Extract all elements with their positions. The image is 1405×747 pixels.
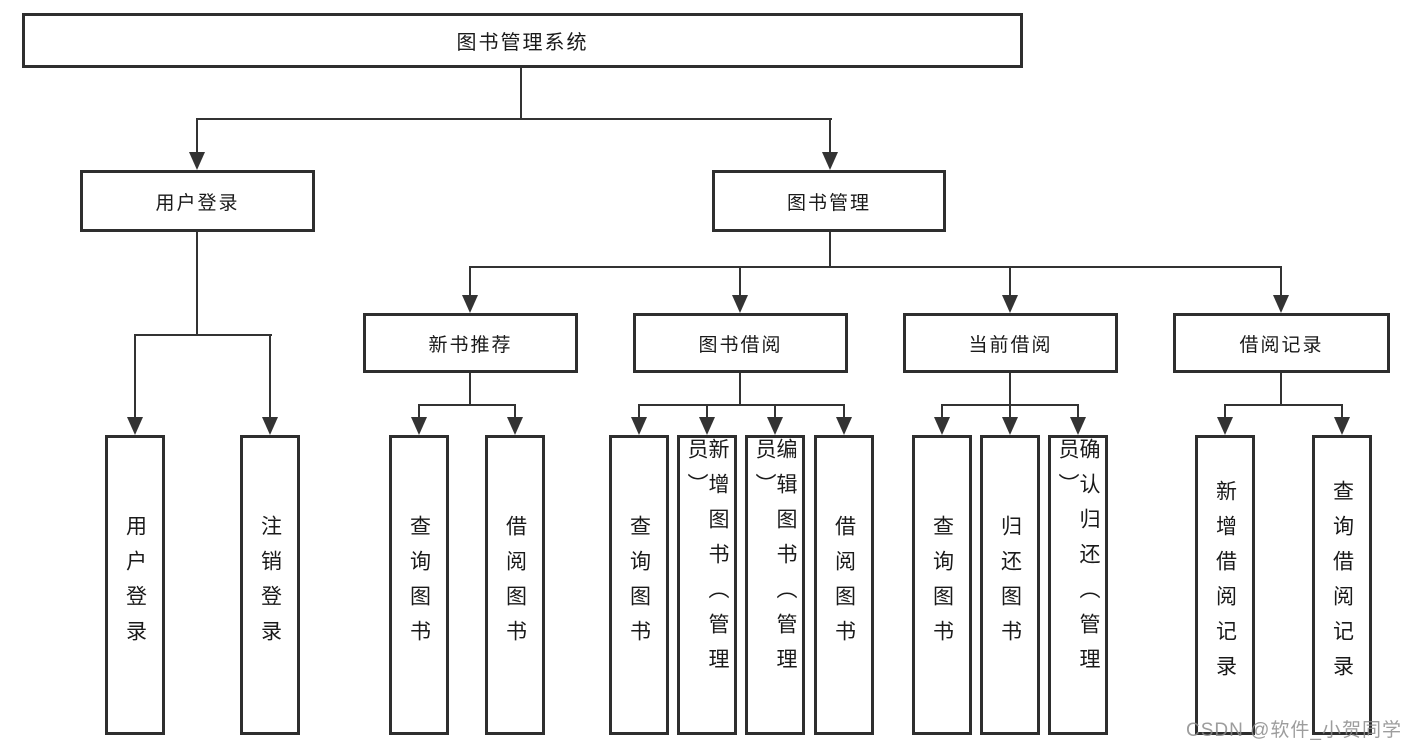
node-label: 借阅记录: [1239, 334, 1324, 356]
connector-line: [843, 404, 845, 417]
leaf-return-book: 归还图书: [980, 435, 1040, 735]
leaf-user-login: 用户登录: [105, 435, 165, 735]
connector-line: [520, 68, 522, 119]
leaf-add-borrow-record: 新增借阅记录: [1195, 435, 1255, 735]
connector-line: [1280, 373, 1282, 405]
leaf-label: 借阅图书: [503, 515, 527, 655]
leaf-edit-book-admin: 编辑图书（管理员）: [745, 435, 805, 735]
connector-line: [739, 266, 741, 295]
arrow-down-icon: [631, 417, 647, 435]
node-label: 图书借阅: [698, 334, 783, 356]
arrow-down-icon: [836, 417, 852, 435]
node-label: 图书管理: [786, 192, 871, 214]
leaf-label: 新增借阅记录: [1213, 480, 1237, 690]
connector-line: [1280, 266, 1282, 295]
leaf-label: 用户登录: [123, 515, 147, 655]
arrow-down-icon: [1002, 295, 1018, 313]
arrow-down-icon: [411, 417, 427, 435]
leaf-query-book-current: 查询图书: [912, 435, 972, 735]
connector-line: [774, 404, 776, 417]
leaf-label: 查询图书: [407, 515, 431, 655]
arrow-down-icon: [1273, 295, 1289, 313]
connector-line: [638, 404, 640, 417]
connector-line: [1077, 404, 1079, 417]
leaf-label: 查询借阅记录: [1330, 480, 1354, 690]
leaf-label: 借阅图书: [832, 515, 856, 655]
leaf-query-borrow-record: 查询借阅记录: [1312, 435, 1372, 735]
arrow-down-icon: [507, 417, 523, 435]
connector-line: [1224, 404, 1226, 417]
arrow-down-icon: [732, 295, 748, 313]
leaf-query-book-borrowing: 查询图书: [609, 435, 669, 735]
leaf-logout: 注销登录: [240, 435, 300, 735]
arrow-down-icon: [1334, 417, 1350, 435]
leaf-label: 归还图书: [998, 515, 1022, 655]
node-book-management: 图书管理: [712, 170, 946, 232]
connector-line: [638, 404, 845, 406]
connector-line: [469, 266, 471, 295]
node-book-borrowing: 图书借阅: [633, 313, 848, 373]
node-library-system-root: 图书管理系统: [22, 13, 1023, 68]
arrow-down-icon: [189, 152, 205, 170]
leaf-label: 查询图书: [930, 515, 954, 655]
arrow-down-icon: [934, 417, 950, 435]
leaf-add-book-admin: 新增图书（管理员）: [677, 435, 737, 735]
leaf-label: 确认归还（管理员）: [1056, 438, 1100, 683]
node-new-book-recommendation: 新书推荐: [363, 313, 578, 373]
arrow-down-icon: [1217, 417, 1233, 435]
arrow-down-icon: [1002, 417, 1018, 435]
connector-line: [1224, 404, 1343, 406]
leaf-label: 编辑图书（管理员）: [753, 438, 797, 683]
arrow-down-icon: [262, 417, 278, 435]
leaf-query-book-recommend: 查询图书: [389, 435, 449, 735]
connector-line: [418, 404, 516, 406]
node-borrowing-records: 借阅记录: [1173, 313, 1390, 373]
connector-line: [941, 404, 943, 417]
node-label: 图书管理系统: [456, 32, 589, 54]
connector-line: [1009, 404, 1011, 417]
connector-line: [706, 404, 708, 417]
connector-line: [469, 373, 471, 405]
connector-line: [1009, 266, 1011, 295]
connector-line: [1341, 404, 1343, 417]
node-label: 用户登录: [155, 192, 240, 214]
node-label: 新书推荐: [428, 334, 513, 356]
connector-line: [134, 334, 272, 336]
connector-line: [1009, 373, 1011, 405]
node-user-login: 用户登录: [80, 170, 315, 232]
connector-line: [196, 118, 832, 120]
connector-line: [134, 334, 136, 417]
node-label: 当前借阅: [968, 334, 1053, 356]
connector-line: [269, 334, 271, 417]
connector-line: [829, 232, 831, 267]
arrow-down-icon: [767, 417, 783, 435]
arrow-down-icon: [127, 417, 143, 435]
leaf-borrow-book: 借阅图书: [814, 435, 874, 735]
connector-line: [418, 404, 420, 417]
leaf-label: 查询图书: [627, 515, 651, 655]
arrow-down-icon: [1070, 417, 1086, 435]
leaf-borrow-book-recommend: 借阅图书: [485, 435, 545, 735]
watermark: CSDN @软件_小贺同学: [1186, 720, 1402, 741]
leaf-label: 注销登录: [258, 515, 282, 655]
arrow-down-icon: [699, 417, 715, 435]
connector-line: [739, 373, 741, 405]
connector-line: [196, 118, 198, 155]
connector-line: [829, 118, 831, 155]
connector-line: [514, 404, 516, 417]
connector-line: [196, 232, 198, 335]
connector-line: [469, 266, 1282, 268]
arrow-down-icon: [822, 152, 838, 170]
node-current-borrowing: 当前借阅: [903, 313, 1118, 373]
leaf-confirm-return-admin: 确认归还（管理员）: [1048, 435, 1108, 735]
leaf-label: 新增图书（管理员）: [685, 438, 729, 683]
arrow-down-icon: [462, 295, 478, 313]
